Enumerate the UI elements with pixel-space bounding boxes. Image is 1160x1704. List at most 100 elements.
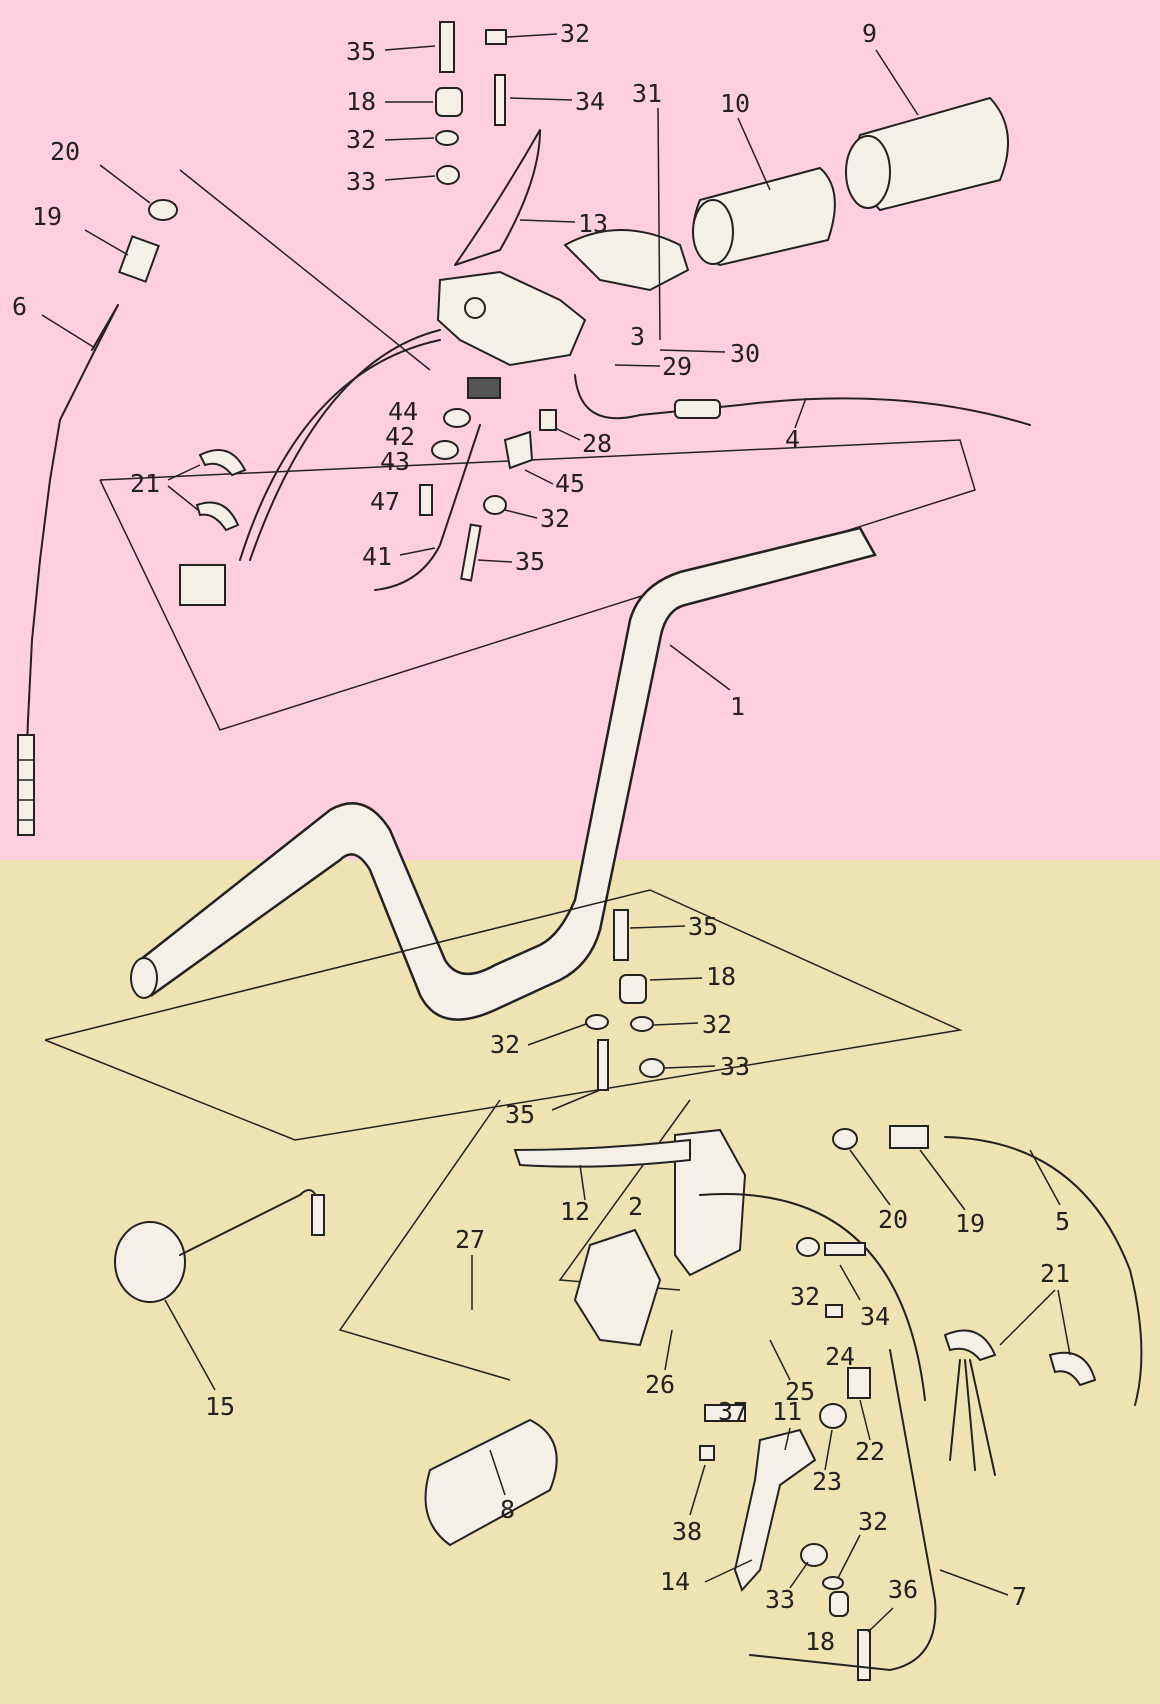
callout-6: 6 — [12, 292, 27, 321]
callout-35: 35 — [688, 912, 718, 941]
callout-41: 41 — [362, 542, 392, 571]
grip-icon — [845, 96, 1009, 212]
adjuster-icon — [889, 1125, 929, 1149]
nut-icon — [485, 29, 507, 45]
callout-20: 20 — [878, 1205, 908, 1234]
switch-icon — [467, 377, 501, 399]
callout-32: 32 — [540, 504, 570, 533]
washer-icon — [796, 1237, 820, 1257]
spacer-icon — [435, 87, 463, 117]
nut-icon — [819, 1403, 847, 1429]
callout-22: 22 — [855, 1437, 885, 1466]
callout-47: 47 — [370, 487, 400, 516]
callout-32: 32 — [790, 1282, 820, 1311]
bolt-icon — [439, 21, 455, 73]
washer-icon — [822, 1576, 844, 1590]
switch-housing-icon — [436, 229, 690, 367]
spacer-icon — [829, 1591, 849, 1617]
callout-15: 15 — [205, 1392, 235, 1421]
bolt-icon — [704, 1404, 746, 1422]
clutch-lever-icon — [513, 1138, 691, 1168]
callout-33: 33 — [720, 1052, 750, 1081]
callout-35: 35 — [505, 1100, 535, 1129]
callout-21: 21 — [130, 469, 160, 498]
callout-10: 10 — [720, 89, 750, 118]
callout-2: 2 — [628, 1192, 643, 1221]
callout-32: 32 — [560, 19, 590, 48]
washer-icon — [585, 1014, 609, 1030]
wiring-icon — [949, 1359, 996, 1476]
bolt-icon — [460, 523, 482, 582]
callout-34: 34 — [860, 1302, 890, 1331]
callout-23: 23 — [812, 1467, 842, 1496]
switch-housing-icon — [573, 1128, 747, 1347]
clip-icon — [539, 409, 557, 431]
callout-19: 19 — [32, 202, 62, 231]
bolt-icon — [699, 1445, 715, 1461]
callout-28: 28 — [582, 429, 612, 458]
bolt-icon — [419, 484, 433, 516]
callout-21: 21 — [1040, 1259, 1070, 1288]
callout-11: 11 — [772, 1397, 802, 1426]
shim-icon — [198, 449, 247, 477]
callout-37: 37 — [718, 1397, 748, 1426]
callout-26: 26 — [645, 1370, 675, 1399]
grip-icon — [424, 1418, 558, 1547]
callout-35: 35 — [346, 37, 376, 66]
shim-icon — [195, 501, 240, 532]
washer-icon — [443, 408, 471, 428]
callout-25: 25 — [785, 1377, 815, 1406]
callout-34: 34 — [575, 87, 605, 116]
bolt-icon — [613, 909, 629, 961]
callout-18: 18 — [346, 87, 376, 116]
washer-icon — [435, 130, 459, 146]
bolt-icon — [597, 1039, 609, 1091]
grip-icon — [692, 166, 836, 267]
brake-lever-icon — [733, 1428, 817, 1592]
bolt-icon — [857, 1629, 871, 1681]
nut-icon — [639, 1058, 665, 1078]
throttle-cable-icon — [574, 374, 1031, 426]
shim-icon — [943, 1329, 997, 1362]
callout-43: 43 — [380, 447, 410, 476]
callout-32: 32 — [702, 1010, 732, 1039]
callout-5: 5 — [1055, 1207, 1070, 1236]
brake-lever-icon — [454, 129, 541, 266]
nut-icon — [483, 495, 507, 515]
callout-12: 12 — [560, 1197, 590, 1226]
callout-1: 1 — [730, 692, 745, 721]
callout-44: 44 — [388, 397, 418, 426]
washer-icon — [630, 1016, 654, 1032]
callout-33: 33 — [346, 167, 376, 196]
callout-8: 8 — [500, 1495, 515, 1524]
handlebar-icon — [138, 526, 877, 1021]
callout-24: 24 — [825, 1342, 855, 1371]
callout-20: 20 — [50, 137, 80, 166]
callout-27: 27 — [455, 1225, 485, 1254]
callout-18: 18 — [805, 1627, 835, 1656]
callout-36: 36 — [888, 1575, 918, 1604]
callout-38: 38 — [672, 1517, 702, 1546]
callout-14: 14 — [660, 1567, 690, 1596]
mirror-icon — [114, 1189, 325, 1303]
connector-icon — [179, 564, 226, 606]
callout-13: 13 — [578, 209, 608, 238]
clutch-cable-icon — [17, 304, 119, 836]
callout-45: 45 — [555, 469, 585, 498]
callout-3: 3 — [630, 322, 645, 351]
callout-9: 9 — [862, 19, 877, 48]
washer-icon — [832, 1128, 858, 1150]
switch-cable-icon — [374, 424, 481, 591]
clip-icon — [825, 1304, 843, 1318]
callout-32: 32 — [490, 1030, 520, 1059]
washer-icon — [431, 440, 459, 460]
callout-18: 18 — [706, 962, 736, 991]
nut-icon — [436, 165, 460, 185]
bolt-icon — [824, 1242, 866, 1256]
callout-32: 32 — [346, 125, 376, 154]
callout-42: 42 — [385, 422, 415, 451]
callout-31: 31 — [632, 79, 662, 108]
nut-icon — [800, 1543, 828, 1567]
callout-32: 32 — [858, 1507, 888, 1536]
callout-30: 30 — [730, 339, 760, 368]
